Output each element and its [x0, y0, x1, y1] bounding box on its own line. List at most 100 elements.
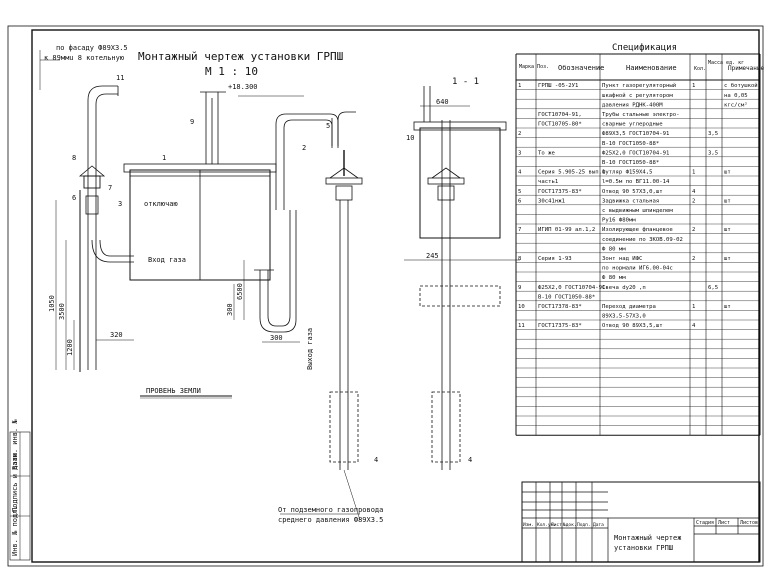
- spec-row: 89Х3,5-57Х3,0: [602, 314, 646, 320]
- spec-cell-name: Отвод 90 89Х3,5,шт: [602, 323, 663, 329]
- spec-cell-name: сварные углеродные: [602, 122, 663, 128]
- tb-sheets: Листов: [740, 520, 758, 526]
- spec-cell-designation: В-10 ГОСТ1050-88*: [538, 294, 595, 300]
- spec-cell-name: Футляр Ф159Х4,5: [602, 170, 653, 176]
- spec-header-qty: Кол.: [694, 66, 706, 72]
- spec-cell-designation: Ф25Х2,0 ГОСТ10704-91: [538, 285, 605, 291]
- pos-num-11: 11: [116, 74, 124, 82]
- dim-9: 300: [270, 334, 283, 342]
- spec-cell-pos: 2: [518, 131, 521, 137]
- valve-left: [85, 195, 99, 215]
- drawing-title: Монтажный чертеж установки ГРПШ: [138, 50, 344, 63]
- pos-num-section-10: 10: [406, 134, 414, 142]
- spec-cell-designation: ГОСТ17375-83*: [538, 323, 582, 329]
- spec-cell-name: Свеча dy20 ,п: [602, 285, 646, 291]
- center-flange: [335, 185, 353, 201]
- spec-cell-qty: 1: [692, 170, 695, 176]
- spec-cell-name: l=0.5м по ВГ11.00-14: [602, 179, 670, 185]
- callout-gas-outlet: Выход газа: [306, 328, 314, 370]
- dim-1: 1050: [48, 295, 56, 312]
- elevation-labels: по фасаду Ф89Х3.5 к 89ммu 8 котельную от…: [44, 44, 314, 395]
- spec-cell-pos: 6: [518, 198, 521, 204]
- pos-num-8: 8: [72, 154, 76, 162]
- spec-cell-pos: 9: [518, 285, 521, 291]
- spec-row: В-10 ГОСТ1050-88*: [602, 160, 659, 166]
- spec-row: соединение по 3КОВ.09-02: [602, 237, 683, 243]
- spec-cell-qty: 2: [692, 227, 695, 233]
- spec-cell-pos: 4: [518, 170, 522, 176]
- spec-cell-note: шт: [724, 198, 731, 204]
- elevation-view: [39, 50, 339, 399]
- callout-from-pipeline-1: От подземного газопровода: [278, 506, 383, 514]
- spec-cell-pos: 11: [518, 323, 525, 329]
- spec-cell-qty: 2: [692, 256, 695, 262]
- spec-cell-qty: 2: [692, 198, 695, 204]
- spec-cell-designation: Серия 5.905-25 вып.1: [538, 170, 605, 176]
- spec-cell-designation: ИГИП 01-99 ал.1,2: [538, 227, 595, 233]
- center-view: [325, 111, 363, 521]
- section-view: [404, 86, 520, 470]
- title-block: [521, 481, 761, 563]
- spec-cell-name: соединение по 3КОВ.09-02: [602, 237, 683, 243]
- callout-elevation: +18.300: [228, 83, 258, 91]
- spec-cell-pos: 5: [518, 189, 521, 195]
- spec-cell-qty: 1: [692, 83, 695, 89]
- spec-title: Спецификация: [612, 43, 677, 53]
- spec-cell-note: с ботушкой: [724, 82, 758, 89]
- umbrella-left: [78, 165, 106, 177]
- side-stamp-label-3: Взам. инв. №: [11, 419, 19, 470]
- spec-cell-name: Отвод 90 57Х3,0,шт: [602, 189, 663, 195]
- spec-cell-name: Ру16 Ф80мм: [602, 218, 636, 224]
- callout-ground: ПРОВЕНЬ ЗЕМЛИ: [146, 387, 201, 395]
- insulating-flange: [83, 175, 101, 189]
- dim-2: 3500: [58, 303, 66, 320]
- tb-drawing-name-1: Монтажный чертеж: [614, 534, 682, 542]
- tb-drawing-name-2: установки ГРПШ: [614, 544, 673, 552]
- spec-cell-name: по нормали ИГ6.00-04с: [602, 266, 673, 272]
- dim-4: 320: [110, 331, 123, 339]
- spec-header-designation: Обозначение: [558, 64, 604, 72]
- tb-col-5: Подп.: [577, 522, 591, 528]
- tb-stage: Стадия: [696, 520, 714, 526]
- spec-cell-qty: 4: [692, 323, 696, 329]
- spec-cell-name: 89Х3,5-57Х3,0: [602, 314, 646, 320]
- spec-row: по нормали ИГ6.00-04с: [602, 266, 673, 272]
- spec-cell-name: Задвижка стальная: [602, 198, 659, 204]
- inner-frame: [31, 29, 760, 563]
- spec-header-note: Примечание: [728, 65, 765, 72]
- outer-frame: [7, 25, 764, 567]
- spec-row: 11 ГОСТ17375-83* Отвод 90 89Х3,5,шт 4: [518, 323, 696, 329]
- spec-cell-name: Зонт над ИФС: [602, 256, 642, 262]
- spec-cell-note: на 0,05: [724, 93, 748, 99]
- dim-3: 1200: [66, 339, 74, 356]
- spec-header: Марка Поз. Обозначение Наименование Кол.…: [519, 60, 765, 72]
- riser-pipe: [87, 85, 118, 370]
- callout-gas-facade: по фасаду Ф89Х3.5: [56, 44, 128, 52]
- spec-cell-designation: ГОСТ17378-83*: [538, 304, 582, 310]
- spec-cell-name: В-10 ГОСТ1050-88*: [602, 141, 659, 147]
- spec-cell-designation: ГОСТ17375-83*: [538, 189, 582, 195]
- section-cabinet: [419, 127, 501, 239]
- spec-cell-name: с выдвижным шпинделем: [602, 208, 673, 214]
- spec-cell-pos: 8: [518, 256, 522, 262]
- inlet-pipe: [91, 239, 134, 263]
- callout-gas-inlet: Вход газа: [148, 256, 186, 264]
- section-cabinet-base: [419, 285, 501, 307]
- dim-10: 300: [226, 303, 234, 316]
- spec-cell-name: шкафной с регулятором: [602, 93, 673, 99]
- title-block-labels: Изм. Кол.уч. Лист №док. Подп. Дата Монта…: [523, 520, 758, 552]
- spec-cell-name: Трубы стальные электро-: [602, 111, 679, 118]
- spec-cell-name: Ф25Х2,0 ГОСТ10704-91: [602, 150, 669, 156]
- spec-cell-name: Изолирующее фланцевое: [602, 227, 673, 233]
